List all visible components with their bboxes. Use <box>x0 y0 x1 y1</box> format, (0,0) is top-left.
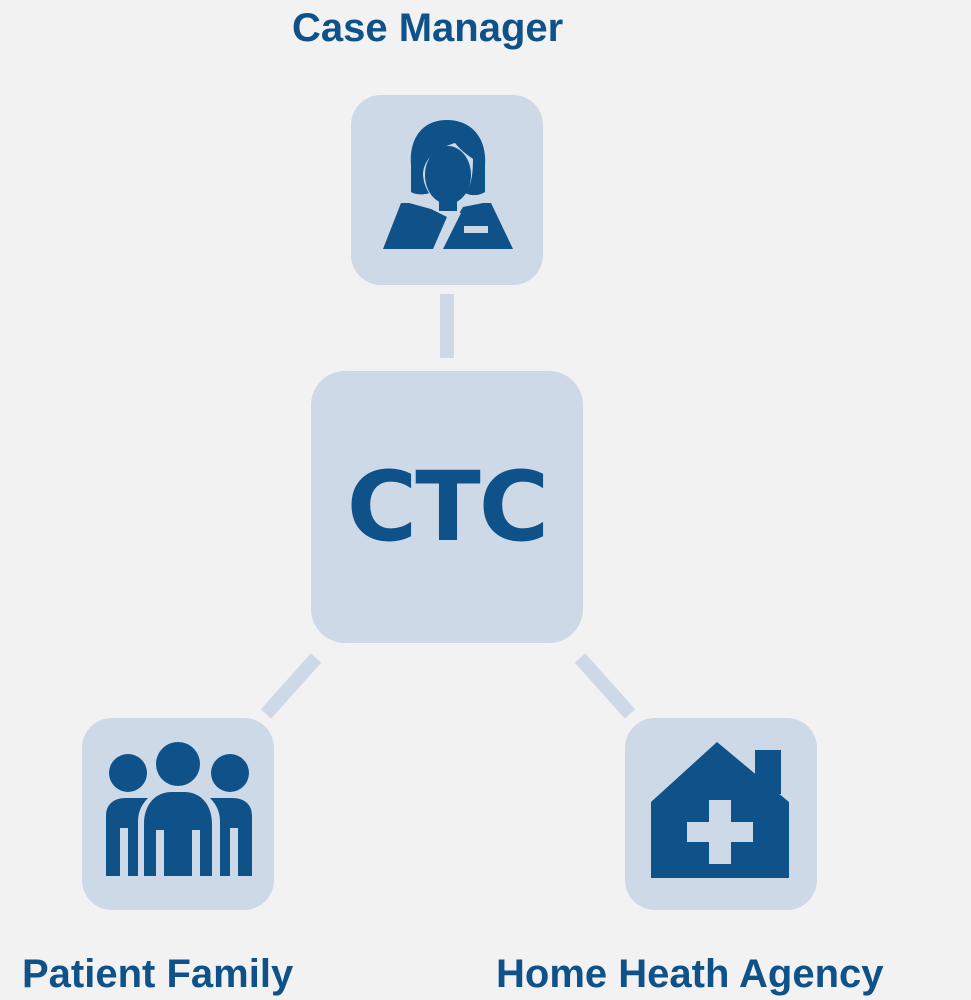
case-manager-icon <box>383 120 513 249</box>
family-group-icon <box>106 742 252 876</box>
case-manager-label: Case Manager <box>292 6 564 50</box>
connector-patient-family <box>260 653 322 719</box>
ctc-center-tile: CTC <box>311 371 583 643</box>
home-health-agency-label: Home Heath Agency <box>496 952 884 996</box>
connector-home-health <box>574 653 636 719</box>
home-health-tile <box>625 718 817 910</box>
patient-family-tile <box>82 718 274 910</box>
patient-family-label: Patient Family <box>22 952 294 996</box>
ctc-label: CTC <box>346 451 549 563</box>
home-health-house-icon <box>651 742 789 878</box>
case-manager-tile <box>351 95 543 285</box>
